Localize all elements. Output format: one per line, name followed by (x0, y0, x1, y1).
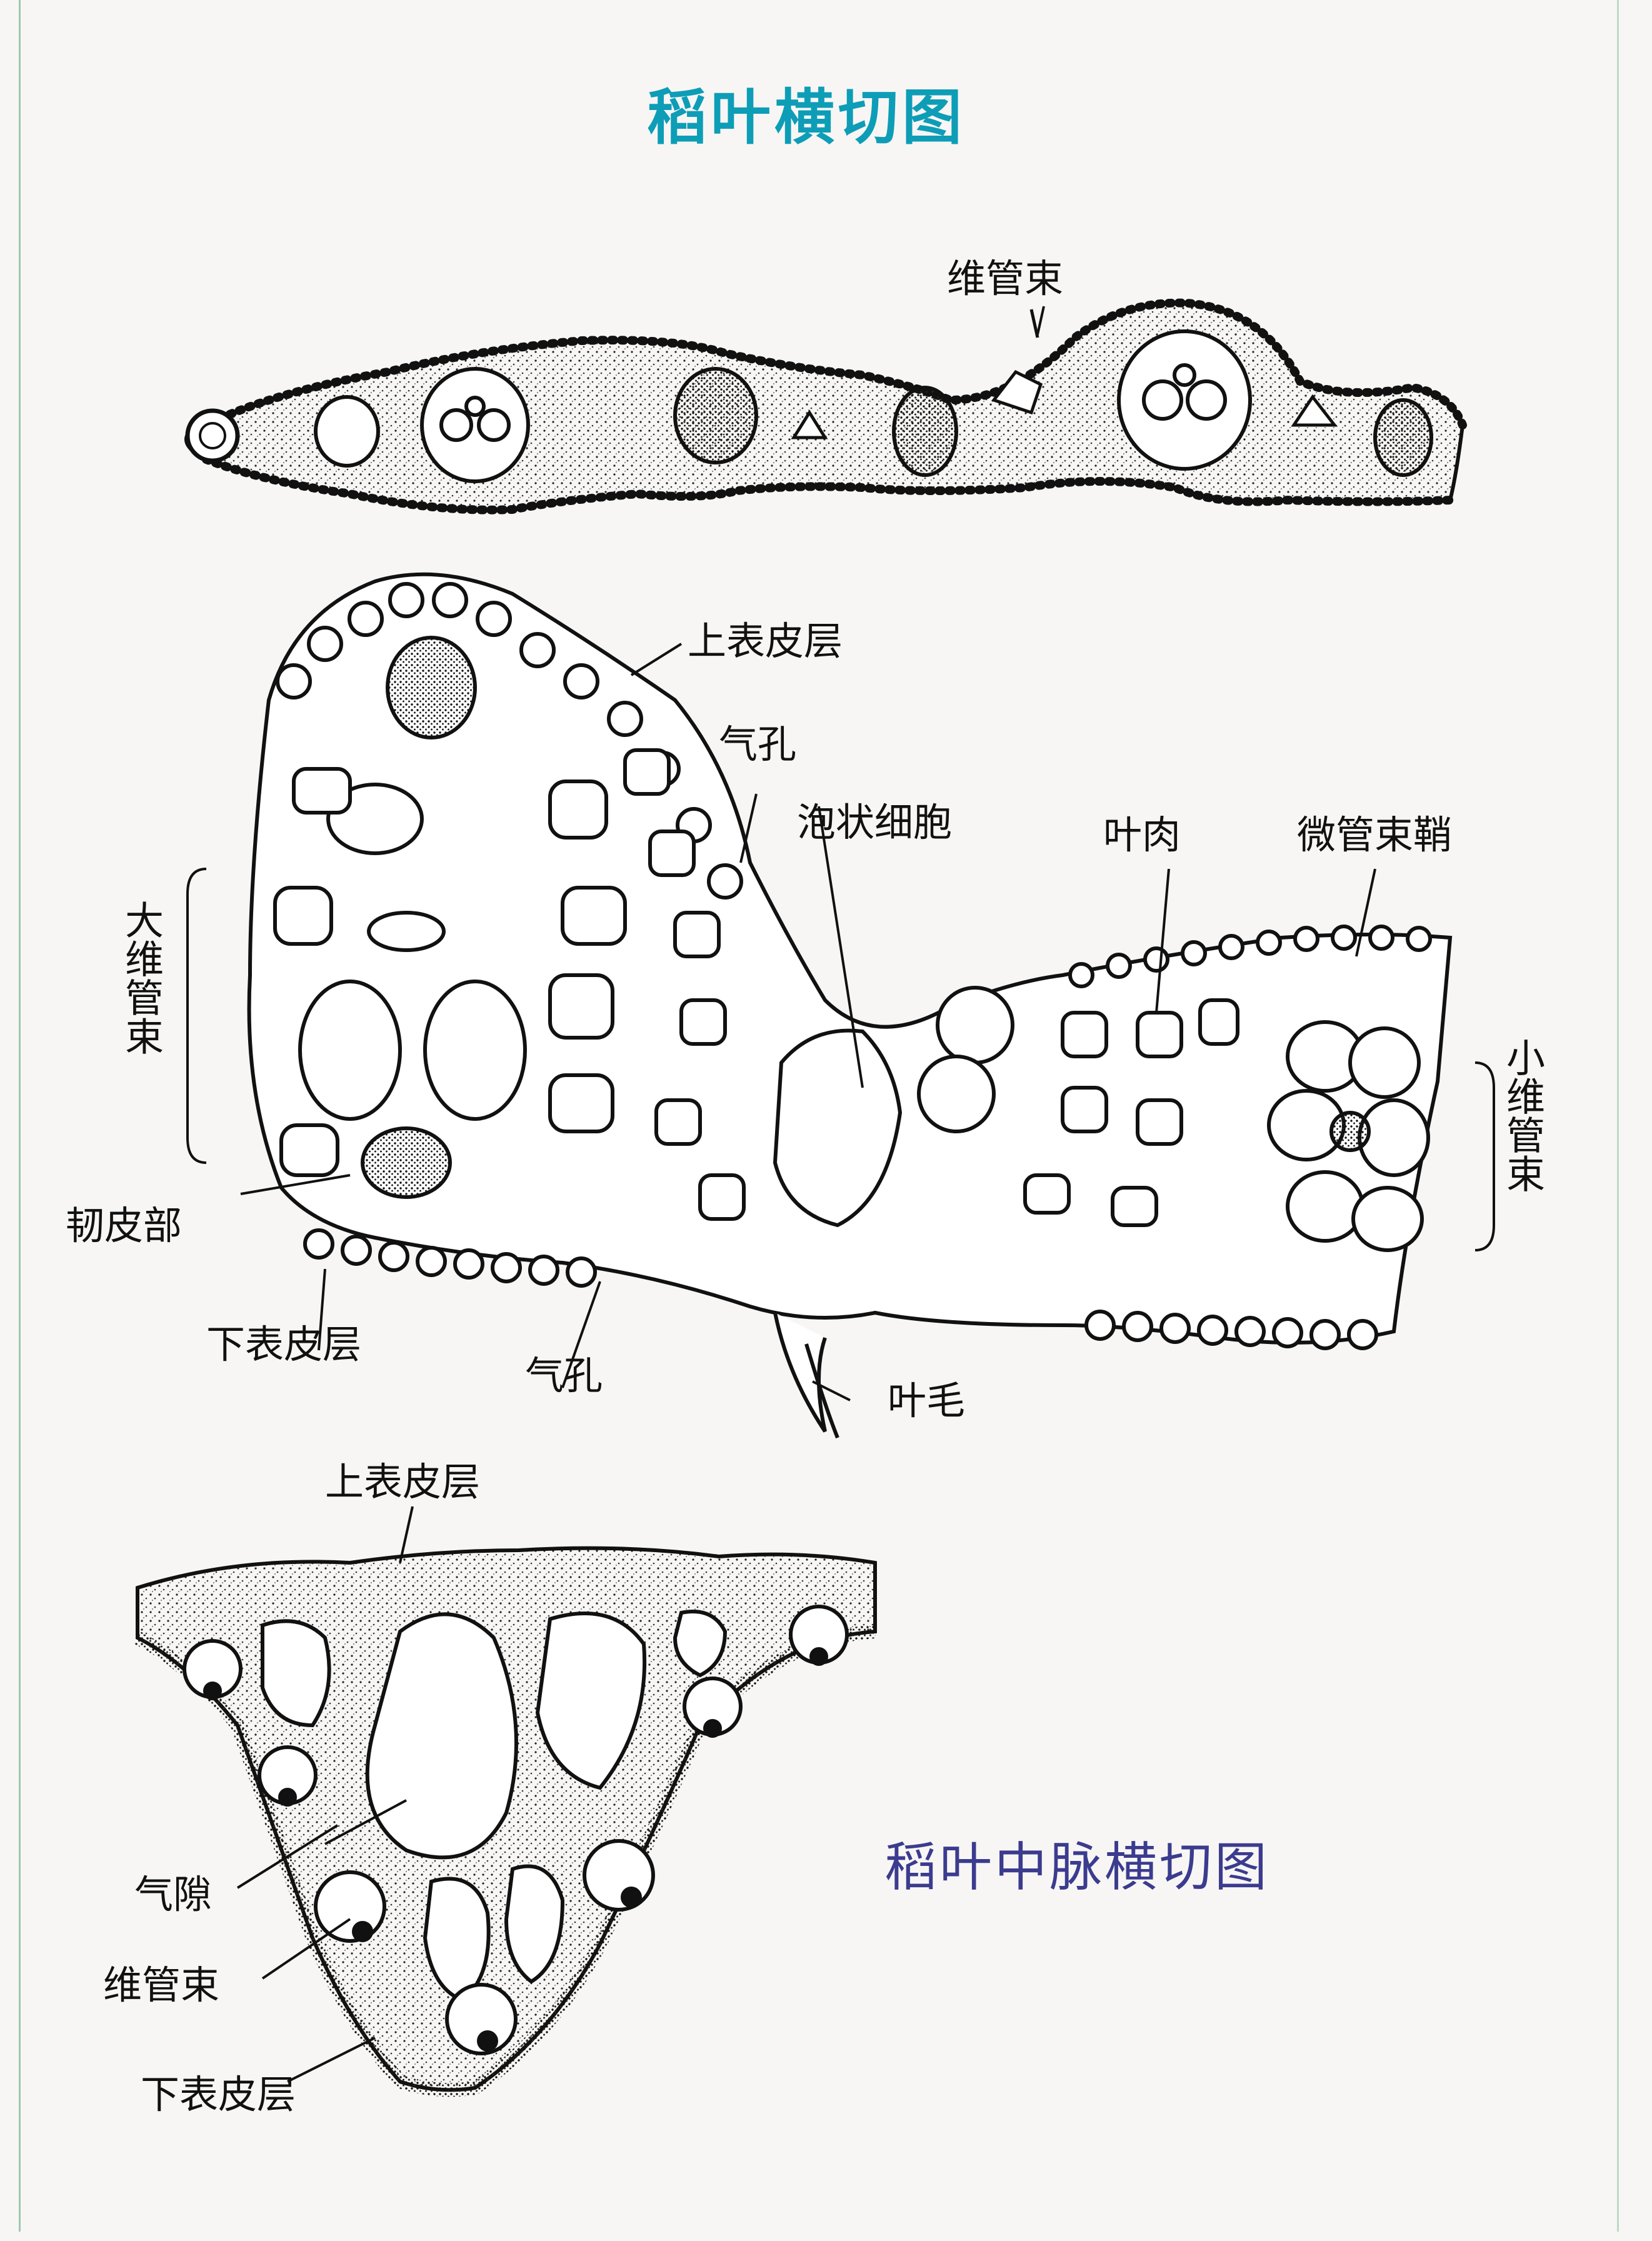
vascular-bundle-leader (1038, 306, 1044, 334)
midrib-section (138, 1548, 875, 2090)
leaf-blade-section (186, 303, 1463, 510)
label-bulliform-cells: 泡状细胞 (797, 791, 952, 847)
label-stoma-lower: 气孔 (525, 1344, 603, 1400)
label-vascular-bundle: 维管束 (947, 247, 1063, 303)
label-air-space: 气隙 (134, 1863, 212, 1919)
label-midrib-vascular-bundle: 维管束 (103, 1953, 219, 2010)
label-midrib-upper-epidermis: 上表皮层 (325, 1450, 480, 1507)
label-phloem: 韧皮部 (66, 1194, 182, 1250)
label-midrib-lower-epidermis: 下表皮层 (141, 2063, 296, 2119)
label-upper-epidermis: 上表皮层 (688, 609, 843, 666)
label-leaf-hair: 叶毛 (888, 1369, 965, 1425)
label-stoma-upper: 气孔 (719, 713, 796, 769)
label-large-vascular-bundle: 大维管束 (119, 900, 163, 1055)
label-small-vascular-bundle: 小维管束 (1500, 1038, 1544, 1193)
label-bundle-sheath: 微管束鞘 (1297, 803, 1452, 860)
label-lower-epidermis: 下表皮层 (206, 1313, 361, 1369)
label-mesophyll: 叶肉 (1103, 803, 1181, 860)
